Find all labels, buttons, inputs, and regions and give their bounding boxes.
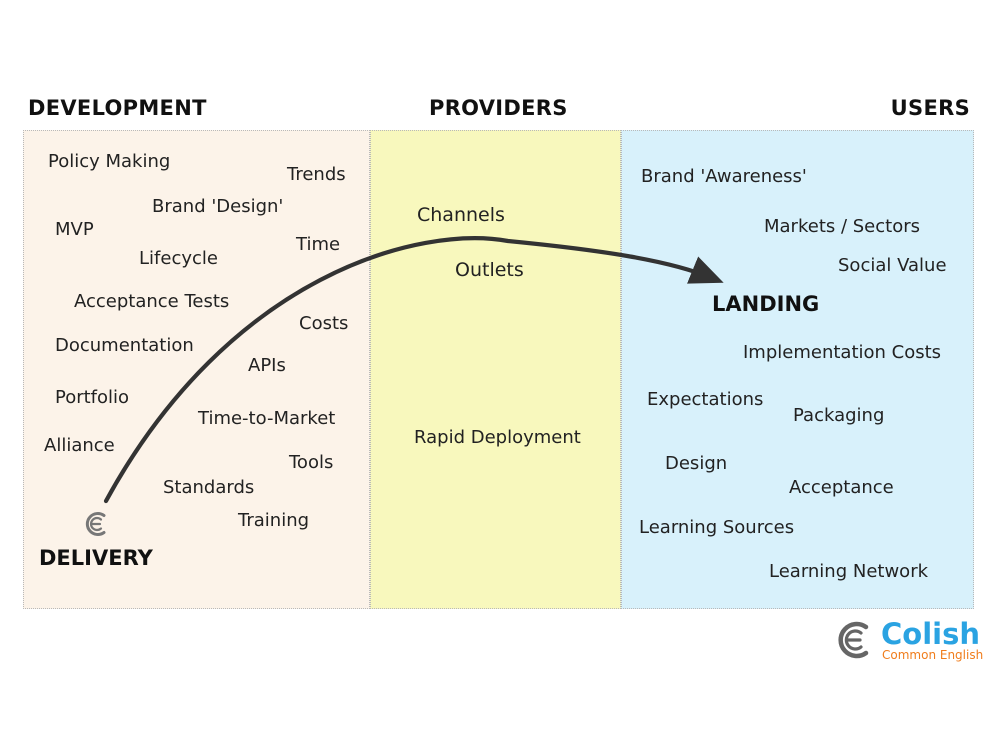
term-learning-sources: Learning Sources — [639, 517, 795, 538]
term-channels: Channels — [417, 204, 505, 226]
delivery-label: DELIVERY — [39, 546, 153, 570]
term-trends: Trends — [287, 164, 346, 185]
term-markets-sectors: Markets / Sectors — [764, 216, 921, 237]
heading-users: USERS — [890, 96, 970, 120]
users-panel — [621, 130, 974, 609]
term-brand-design: Brand 'Design' — [152, 196, 284, 217]
term-training: Training — [238, 510, 310, 531]
term-acceptance-tests: Acceptance Tests — [74, 291, 230, 312]
providers-panel — [370, 130, 621, 609]
landing-label: LANDING — [712, 292, 820, 316]
brand-name: Colish — [881, 617, 980, 651]
term-acceptance: Acceptance — [789, 477, 894, 498]
heading-providers: PROVIDERS — [429, 96, 568, 120]
term-design: Design — [665, 453, 728, 474]
colish-logo-icon — [838, 621, 869, 659]
development-panel — [23, 130, 370, 609]
term-learning-network: Learning Network — [769, 561, 929, 582]
term-documentation: Documentation — [55, 335, 194, 356]
term-tools: Tools — [289, 452, 334, 473]
flow-curve — [103, 236, 724, 504]
term-apis: APIs — [248, 355, 286, 376]
term-policy-making: Policy Making — [48, 151, 171, 172]
delivery-logo-icon — [85, 512, 106, 536]
term-expectations: Expectations — [647, 389, 764, 410]
term-mvp: MVP — [55, 219, 94, 240]
term-implementation-costs: Implementation Costs — [743, 342, 942, 363]
term-lifecycle: Lifecycle — [139, 248, 218, 269]
term-time: Time — [296, 234, 341, 255]
term-rapid-deployment: Rapid Deployment — [414, 427, 581, 448]
heading-development: DEVELOPMENT — [28, 96, 207, 120]
term-alliance: Alliance — [44, 435, 115, 456]
term-social-value: Social Value — [838, 255, 947, 276]
term-packaging: Packaging — [793, 405, 885, 426]
term-outlets: Outlets — [455, 259, 524, 281]
term-time-to-market: Time-to-Market — [198, 408, 336, 429]
brand-tagline: Common English — [882, 648, 984, 662]
term-standards: Standards — [163, 477, 255, 498]
term-brand-awareness: Brand 'Awareness' — [641, 166, 807, 187]
term-costs: Costs — [299, 313, 349, 334]
term-portfolio: Portfolio — [55, 387, 130, 408]
